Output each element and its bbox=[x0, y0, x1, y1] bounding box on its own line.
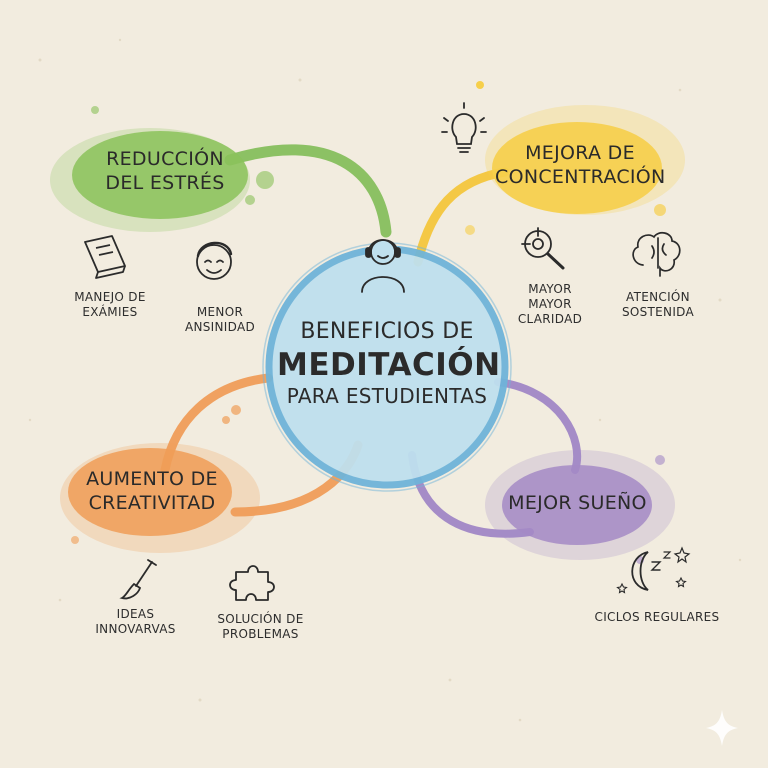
student-with-headphones-icon bbox=[361, 239, 405, 293]
splash-stress bbox=[50, 106, 274, 232]
splash-sleep bbox=[485, 450, 675, 564]
branch-title-focus: MEJORA DE CONCENTRACIÓN bbox=[495, 142, 666, 188]
center-title-line-2: MEDITACIÓN bbox=[277, 346, 501, 383]
brain-icon bbox=[632, 231, 681, 277]
book-icon bbox=[84, 235, 126, 279]
target-magnifier-icon bbox=[521, 227, 565, 270]
sub-item-problem-solving: SOLUCIÓN DE PROBLEMAS bbox=[217, 612, 304, 641]
branch-title-stress: REDUCCIÓN DEL ESTRÉS bbox=[105, 148, 225, 194]
branch-title-sleep: MEJOR SUEÑO bbox=[508, 492, 647, 514]
center-title-line-1: BENEFICIOS DE bbox=[300, 319, 474, 344]
lightbulb-icon bbox=[441, 102, 487, 153]
sub-item-less-anxiety: MENOR ANSINIDAD bbox=[184, 305, 256, 334]
brush-icon bbox=[119, 559, 157, 600]
sub-item-sustained-attention: ATENCIÓN SOSTENIDA bbox=[621, 290, 695, 319]
connector-stress bbox=[224, 144, 392, 238]
puzzle-piece-icon bbox=[229, 565, 275, 601]
sparkle-icon bbox=[706, 710, 738, 746]
splash-creativity bbox=[60, 405, 260, 553]
sub-item-regular-cycles: CICLOS REGULARES bbox=[594, 610, 720, 624]
sub-item-exam-management: MANEJO DE EXÁMIES bbox=[74, 290, 146, 319]
splash-focus bbox=[465, 81, 685, 235]
background-speckles bbox=[28, 38, 742, 722]
smiling-face-icon bbox=[196, 241, 233, 280]
branch-title-creativity: AUMENTO DE CREATIVITAD bbox=[86, 468, 218, 514]
sub-item-innovative-ideas: IDEAS INNOVARVAS bbox=[95, 607, 176, 636]
center-title-line-3: PARA ESTUDIENTAS bbox=[286, 384, 488, 409]
moon-stars-icon bbox=[616, 546, 691, 594]
connector-focus bbox=[413, 167, 510, 267]
center-title: BENEFICIOS DE MEDITACIÓN PARA ESTUDIENTA… bbox=[277, 318, 501, 409]
sub-item-more-clarity: MAYOR MAYOR CLARIDAD bbox=[517, 282, 583, 326]
